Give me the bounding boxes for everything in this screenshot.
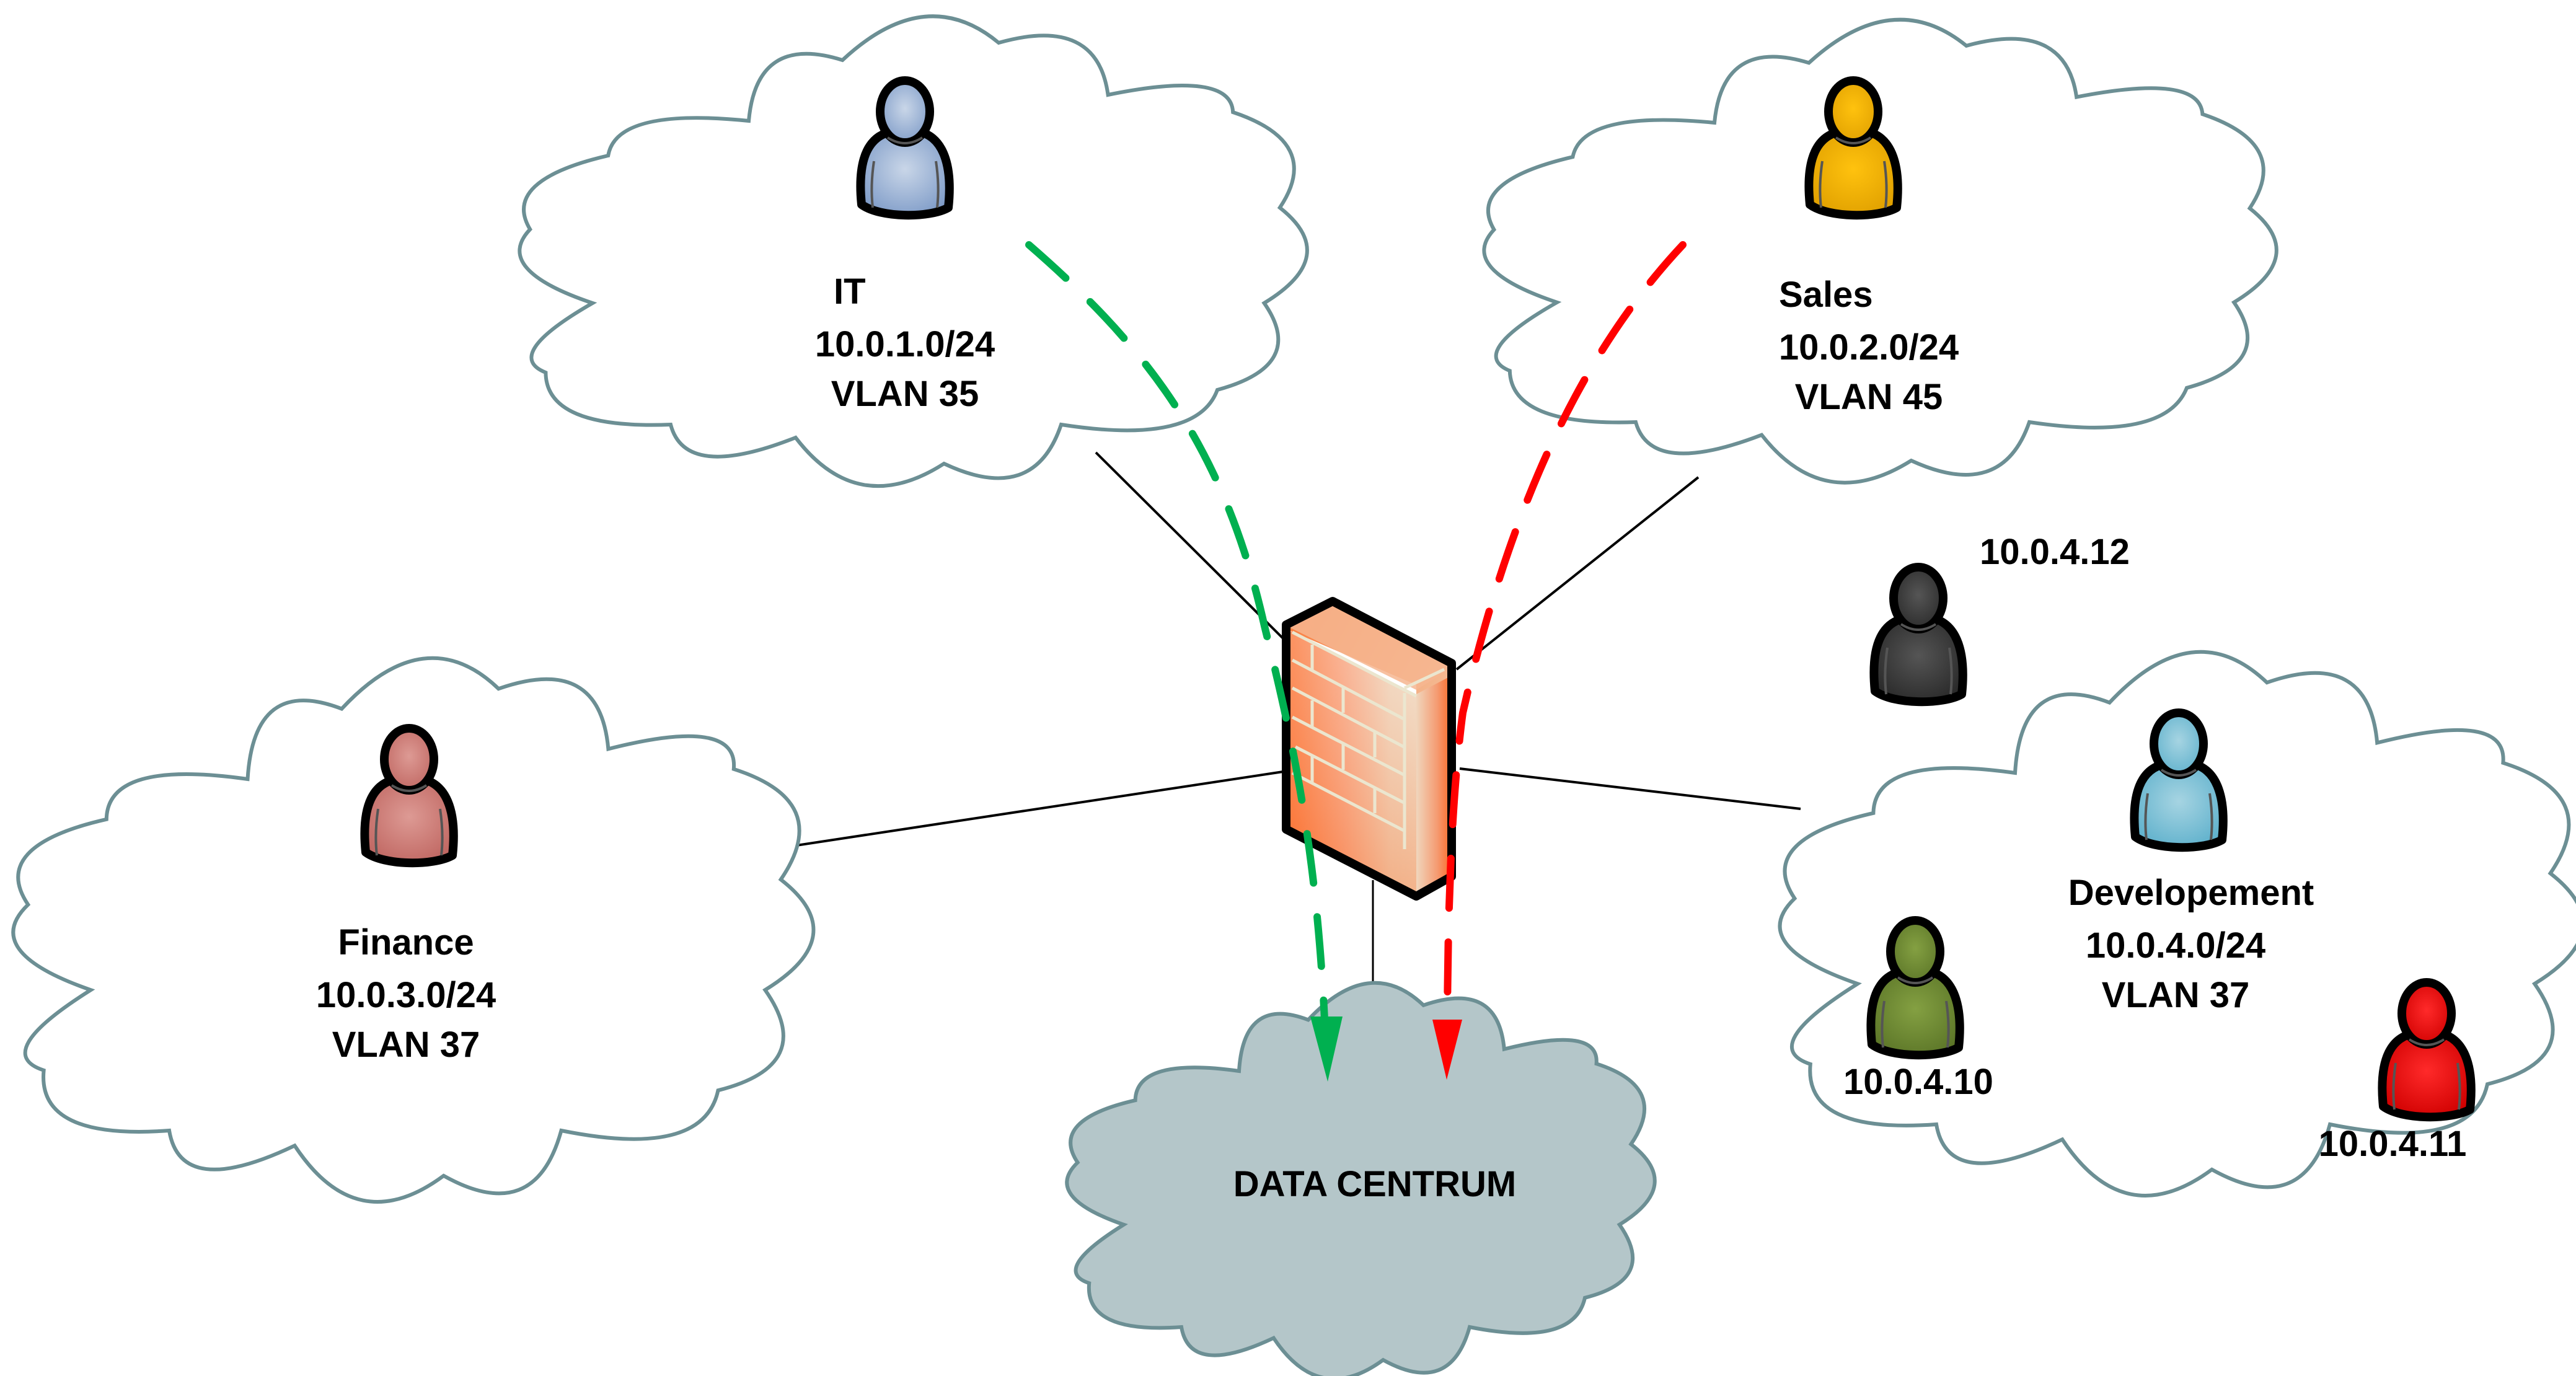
flows xyxy=(1025,241,1687,1082)
link-sales-firewall xyxy=(1455,476,1700,671)
link-it-firewall xyxy=(1095,451,1284,640)
segment-name-dev: Developement xyxy=(2068,873,2314,913)
segment-vlan-finance: VLAN 37 xyxy=(332,1025,480,1065)
segment-subnet-it: 10.0.1.0/24 xyxy=(815,324,995,364)
user-icon-sales xyxy=(1804,76,1902,220)
segment-name-finance: Finance xyxy=(338,922,474,963)
cloud-sales xyxy=(1482,17,2278,485)
segment-name-sales: Sales xyxy=(1779,275,1873,315)
cloud-finance xyxy=(11,656,816,1204)
cloud-it xyxy=(518,14,1309,488)
flow-it-arrowhead xyxy=(1310,1017,1343,1082)
firewall-bricks xyxy=(1291,630,1445,849)
user-icon-host-10-0-4-11 xyxy=(2378,978,2476,1122)
user-icon-it xyxy=(856,76,954,220)
segment-vlan-it: VLAN 35 xyxy=(831,374,979,414)
flow-sales-arrowhead xyxy=(1432,1020,1462,1080)
user-icon-host-10-0-4-12 xyxy=(1869,563,1967,707)
link-dev-firewall xyxy=(1459,767,1801,810)
firewall-icon[interactable] xyxy=(1282,597,1456,901)
flow-it-allowed xyxy=(1025,241,1330,1070)
link-finance-firewall xyxy=(771,770,1284,850)
flow-sales-blocked xyxy=(1444,241,1687,1051)
segment-subnet-sales: 10.0.2.0/24 xyxy=(1779,327,1959,368)
links xyxy=(771,451,1801,995)
user-icon-finance xyxy=(360,724,458,868)
labels: IT 10.0.1.0/24 VLAN 35 Sales 10.0.2.0/24… xyxy=(316,271,2466,1204)
clouds xyxy=(11,14,2576,1376)
host-ip-10-0-4-12: 10.0.4.12 xyxy=(1980,532,2130,572)
segment-name-it: IT xyxy=(834,271,866,312)
host-ip-10-0-4-10: 10.0.4.10 xyxy=(1843,1062,1993,1102)
cloud-datacenter xyxy=(1065,981,1657,1376)
cloud-dev xyxy=(1778,650,2576,1197)
segment-vlan-dev: VLAN 37 xyxy=(2102,975,2250,1015)
persons xyxy=(360,76,2476,1122)
user-icon-host-10-0-4-10 xyxy=(1866,916,1964,1060)
segment-subnet-finance: 10.0.3.0/24 xyxy=(316,975,496,1015)
host-ip-10-0-4-11: 10.0.4.11 xyxy=(2319,1124,2467,1164)
user-icon-dev xyxy=(2130,708,2228,852)
segment-subnet-dev: 10.0.4.0/24 xyxy=(2086,925,2265,966)
datacenter-label: DATA CENTRUM xyxy=(1233,1164,1516,1204)
segment-vlan-sales: VLAN 45 xyxy=(1795,377,1943,417)
